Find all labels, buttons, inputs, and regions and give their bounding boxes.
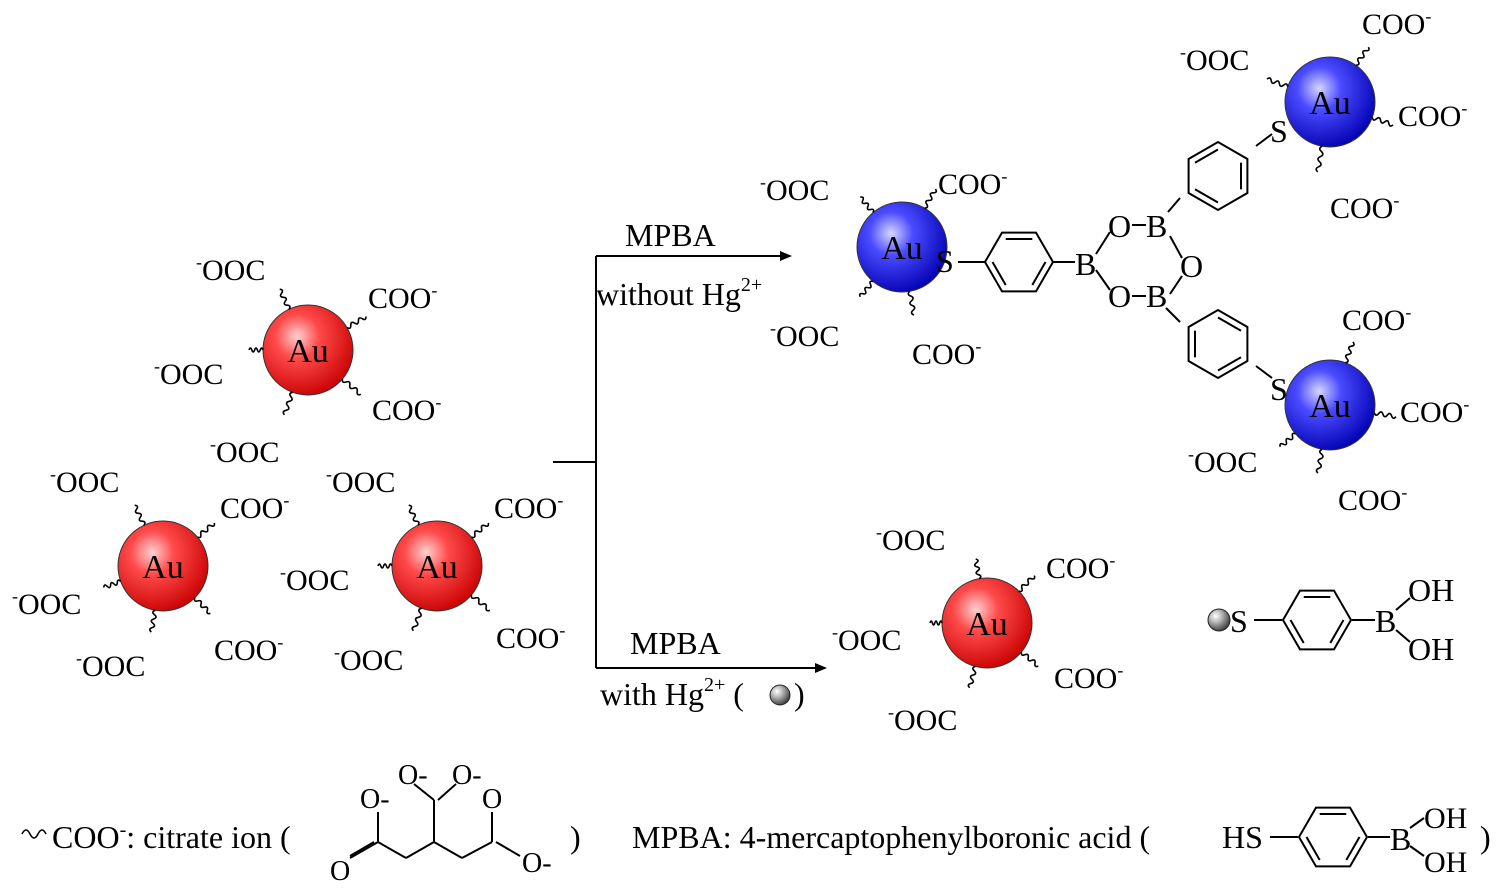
carboxylate-left-label: -OOC <box>1188 444 1257 479</box>
svg-text:O-: O- <box>522 848 552 879</box>
carboxylate-right-label: COO- <box>912 336 981 371</box>
carboxylate-left-label: -OOC <box>760 172 829 207</box>
svg-text:): ) <box>570 819 581 855</box>
carboxylate-right-label: COO- <box>368 280 437 315</box>
gold-label: Au <box>142 549 184 586</box>
benzene-ring <box>1187 308 1249 380</box>
svg-text:): ) <box>1480 819 1491 855</box>
gold-nanoparticle-blue <box>1284 56 1376 148</box>
carboxylate-left-label: -OOC <box>1180 42 1249 77</box>
carboxylate-right-label: COO- <box>494 490 563 525</box>
carboxylate-right-label: COO- <box>1046 550 1115 585</box>
carboxylate-left-label: -OOC <box>326 464 395 499</box>
carboxylate-right-label: COO- <box>1400 394 1469 429</box>
carboxylate-left-label: -OOC <box>888 702 957 737</box>
svg-text:OH: OH <box>1424 802 1467 835</box>
carboxylate-right-label: COO- <box>1330 190 1399 225</box>
bottom-reagent-label: MPBA <box>630 625 721 661</box>
carboxylate-right-label: COO- <box>1054 660 1123 695</box>
svg-text:O: O <box>330 856 350 887</box>
svg-text:HS: HS <box>1222 819 1263 855</box>
carboxylate-left-label: -OOC <box>154 356 223 391</box>
svg-text:B: B <box>1146 278 1167 314</box>
carboxylate-right-label: COO- <box>496 620 565 655</box>
benzene-ring <box>1187 140 1249 212</box>
carboxylate-left-label: -OOC <box>876 522 945 557</box>
sulfur-atom: S <box>936 243 954 279</box>
svg-text:O-: O- <box>398 760 428 791</box>
svg-text:B: B <box>1390 821 1411 857</box>
svg-text:S: S <box>1230 603 1248 639</box>
carboxylate-left-label: -OOC <box>210 434 279 469</box>
gold-label: Au <box>416 549 458 586</box>
hg-sphere-icon <box>1207 608 1231 632</box>
carboxylate-right-label: COO- <box>1398 98 1467 133</box>
svg-text:O-: O- <box>452 760 482 791</box>
svg-text:O: O <box>1108 208 1131 244</box>
hg-ion-icon <box>769 684 791 706</box>
carboxylate-left-label: -OOC <box>76 648 145 683</box>
benzene-ring <box>1297 806 1369 868</box>
carboxylate-left-label: -OOC <box>280 562 349 597</box>
carboxylate-right-label: COO- <box>1342 302 1411 337</box>
carboxylate-left-label: -OOC <box>832 622 901 657</box>
svg-text:S: S <box>1270 371 1288 407</box>
gold-nanoparticle-blue <box>1284 359 1376 451</box>
mpba-boroxine-structure: S B O B O O B S S <box>936 113 1288 407</box>
legend: COO-: citrate ion ( O- O O- O- O O- ) MP… <box>21 760 1491 887</box>
gold-label: Au <box>1309 85 1351 122</box>
carboxylate-right-label: COO- <box>214 632 283 667</box>
carboxylate-left-label: -OOC <box>12 586 81 621</box>
svg-text:B: B <box>1146 208 1167 244</box>
carboxylate-right-label: COO- <box>372 392 441 427</box>
bottom-condition-label: with Hg2+ ( <box>600 674 744 712</box>
citrate-structure: O- O O- O- O O- <box>330 760 552 887</box>
svg-text:O: O <box>1180 248 1203 284</box>
svg-text:B: B <box>1375 603 1396 639</box>
gold-label: Au <box>966 606 1008 643</box>
carboxylate-left-label: -OOC <box>770 318 839 353</box>
svg-text:OH: OH <box>1408 631 1454 667</box>
benzene-ring <box>983 231 1055 293</box>
svg-text:O: O <box>1108 278 1131 314</box>
svg-text:OH: OH <box>1408 572 1454 608</box>
svg-text:O: O <box>482 784 502 815</box>
carboxylate-left-label: -OOC <box>50 464 119 499</box>
top-reagent-label: MPBA <box>625 217 716 253</box>
benzene-ring <box>1281 589 1353 651</box>
top-condition-label: without Hg2+ <box>596 274 762 312</box>
carboxylate-right-label: COO- <box>1338 482 1407 517</box>
svg-text:S: S <box>1270 113 1288 149</box>
svg-text:O-: O- <box>360 784 390 815</box>
carboxylate-left-label: -OOC <box>196 252 265 287</box>
gold-label: Au <box>287 333 329 370</box>
carboxylate-left-label: -OOC <box>334 642 403 677</box>
gold-label: Au <box>881 230 923 267</box>
nanoparticle-group: Au -OOC COO- -OOC COO- -OOC Au -OOC COO- -OOC COO-… <box>12 6 1469 737</box>
legend-mpba-label: MPBA: 4-mercaptophenylboronic acid ( <box>632 819 1150 855</box>
carboxylate-right-label: COO- <box>220 490 289 525</box>
gold-nanoparticle-red <box>117 520 209 612</box>
svg-text:OH: OH <box>1424 846 1467 879</box>
legend-citrate-label: COO-: citrate ion ( <box>52 819 291 855</box>
carboxylate-right-label: COO- <box>938 166 1007 201</box>
gold-nanoparticle-blue <box>856 201 948 293</box>
boron-atom: B <box>1075 246 1096 282</box>
reaction-arrows <box>553 251 827 673</box>
benzene-rings <box>983 140 1369 868</box>
hg-mpba-complex: S B OH OH <box>1207 572 1454 667</box>
svg-text:): ) <box>794 676 805 712</box>
carboxylate-right-label: COO- <box>1362 6 1431 41</box>
citrate-wiggle-icon <box>21 829 47 839</box>
gold-label: Au <box>1309 388 1351 425</box>
